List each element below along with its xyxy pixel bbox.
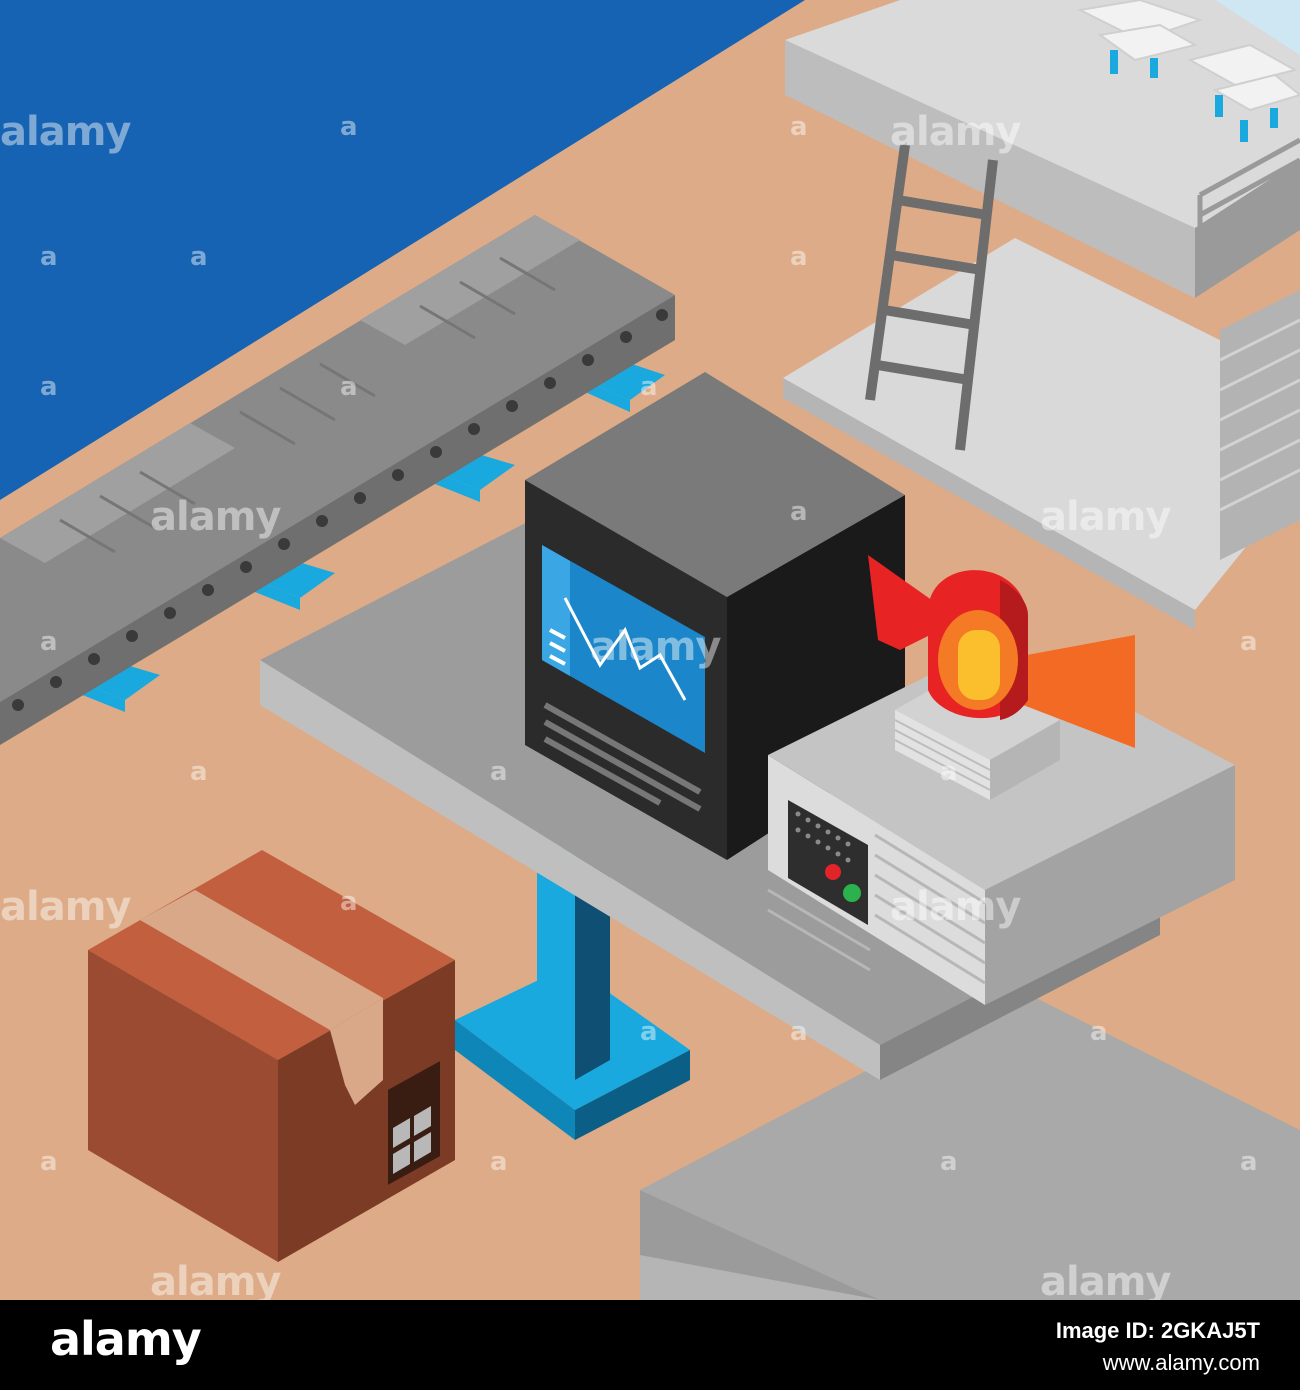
watermark-layer: alamy alamy alamy alamy alamy alamy alam… [0,109,1258,1300]
footer-url-link[interactable]: www.alamy.com [1102,1350,1260,1375]
svg-text:a: a [1240,1147,1258,1177]
svg-text:alamy: alamy [150,1259,281,1300]
lower-platform [783,238,1300,630]
svg-text:a: a [790,1017,808,1047]
svg-text:a: a [640,1017,658,1047]
image-id-text: Image ID: 2GKAJ5T [1055,1318,1260,1343]
svg-text:alamy: alamy [1040,494,1171,540]
start-button[interactable] [843,884,861,902]
svg-text:alamy: alamy [150,494,281,540]
svg-text:a: a [1090,1017,1108,1047]
stop-button[interactable] [825,864,841,880]
chart-line-icon [549,597,687,701]
svg-text:a: a [340,887,358,917]
svg-text:a: a [340,372,358,402]
svg-text:a: a [490,1147,508,1177]
svg-text:alamy: alamy [0,884,131,930]
svg-text:alamy: alamy [890,109,1021,155]
svg-text:alamy: alamy [0,109,131,155]
water-area [0,0,805,500]
led-indicator-icon [795,811,851,863]
footer-info: Image ID: 2GKAJ5T www.alamy.com [1056,1318,1260,1376]
mezzanine-platform [785,0,1300,298]
alarm-beacon-icon [868,555,1135,748]
svg-text:a: a [1240,627,1258,657]
cardboard-box [88,850,455,1262]
floor-platform [640,990,1300,1300]
svg-text:a: a [790,497,808,527]
monitor-screen [542,545,705,753]
window-glass [1215,0,1300,55]
svg-text:a: a [940,1147,958,1177]
svg-text:alamy: alamy [890,884,1021,930]
stock-footer: alamy Image ID: 2GKAJ5T www.alamy.com [0,1300,1300,1390]
ladder [865,144,998,451]
conveyor-belt [0,215,675,745]
svg-text:a: a [790,242,808,272]
footer-logo[interactable]: alamy [50,1312,202,1366]
svg-text:a: a [790,112,808,142]
svg-text:a: a [40,372,58,402]
svg-text:a: a [190,242,208,272]
svg-text:a: a [340,112,358,142]
svg-text:a: a [40,242,58,272]
svg-text:alamy: alamy [590,624,721,670]
svg-text:a: a [490,757,508,787]
svg-text:a: a [640,372,658,402]
svg-text:a: a [190,757,208,787]
svg-text:a: a [940,757,958,787]
svg-text:a: a [40,627,58,657]
side-machine [1219,290,1300,560]
svg-text:alamy: alamy [1040,1259,1171,1300]
factory-scene: alamy alamy alamy alamy alamy alamy alam… [0,0,1300,1300]
svg-text:a: a [40,1147,58,1177]
